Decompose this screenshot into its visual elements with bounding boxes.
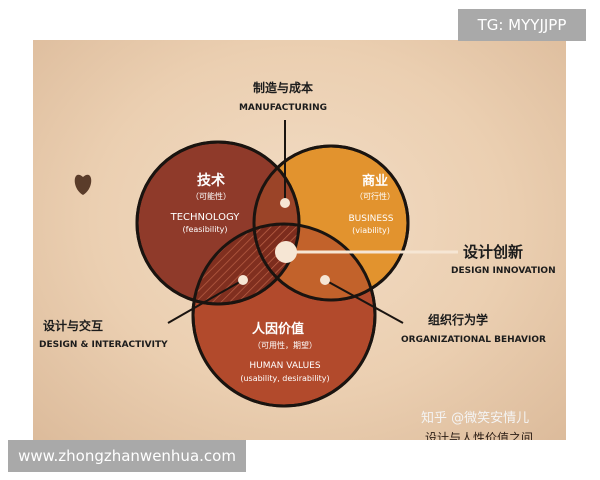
manufacturing-dot	[280, 198, 290, 208]
manufacturing-en-label: MANUFACTURING	[239, 103, 327, 113]
design-innovation-dot	[275, 241, 297, 263]
design-innovation-cn-label: 设计创新	[463, 243, 523, 261]
organizational-dot	[320, 275, 330, 285]
business-cn: 商业	[362, 173, 388, 189]
technology-sub: （可能性）	[191, 191, 231, 201]
interactivity-dot	[238, 275, 248, 285]
zhihu-watermark: 知乎 @微笑安情儿	[421, 410, 529, 426]
interactivity-line	[167, 279, 244, 324]
technology-cn: 技术	[197, 172, 225, 189]
organizational-cn-label: 组织行为学	[428, 312, 488, 327]
human-en-sub: (usability, desirability)	[240, 374, 329, 383]
business-en-sub: (viability)	[352, 226, 390, 235]
human-sub: （可用性，期望）	[253, 340, 317, 350]
organizational-en-label: ORGANIZATIONAL BEHAVIOR	[401, 335, 546, 345]
design-innovation-en-label: DESIGN INNOVATION	[451, 266, 556, 276]
diagram-photo: · · ·	[33, 40, 566, 440]
business-sub: （可行性）	[355, 191, 395, 201]
tg-badge: TG: MYYJJPP	[458, 9, 586, 41]
technology-en-sub: (feasibility)	[183, 225, 228, 234]
business-en: BUSINESS	[349, 214, 394, 224]
design-interactivity-cn-label: 设计与交互	[43, 318, 103, 333]
human-en: HUMAN VALUES	[249, 361, 320, 371]
bottom-partial-text: 设计与人性价值之间	[425, 430, 533, 440]
heart-icon	[74, 174, 92, 195]
venn-diagram: · · ·	[39, 40, 556, 440]
technology-en: TECHNOLOGY	[170, 212, 241, 223]
manufacturing-cn-label: 制造与成本	[253, 80, 313, 95]
human-cn: 人因价值	[252, 321, 304, 337]
organizational-line	[324, 279, 404, 324]
top-partial-text: · · ·	[401, 40, 415, 45]
design-interactivity-en-label: DESIGN & INTERACTIVITY	[39, 340, 168, 350]
url-banner[interactable]: www.zhongzhanwenhua.com	[8, 440, 246, 472]
